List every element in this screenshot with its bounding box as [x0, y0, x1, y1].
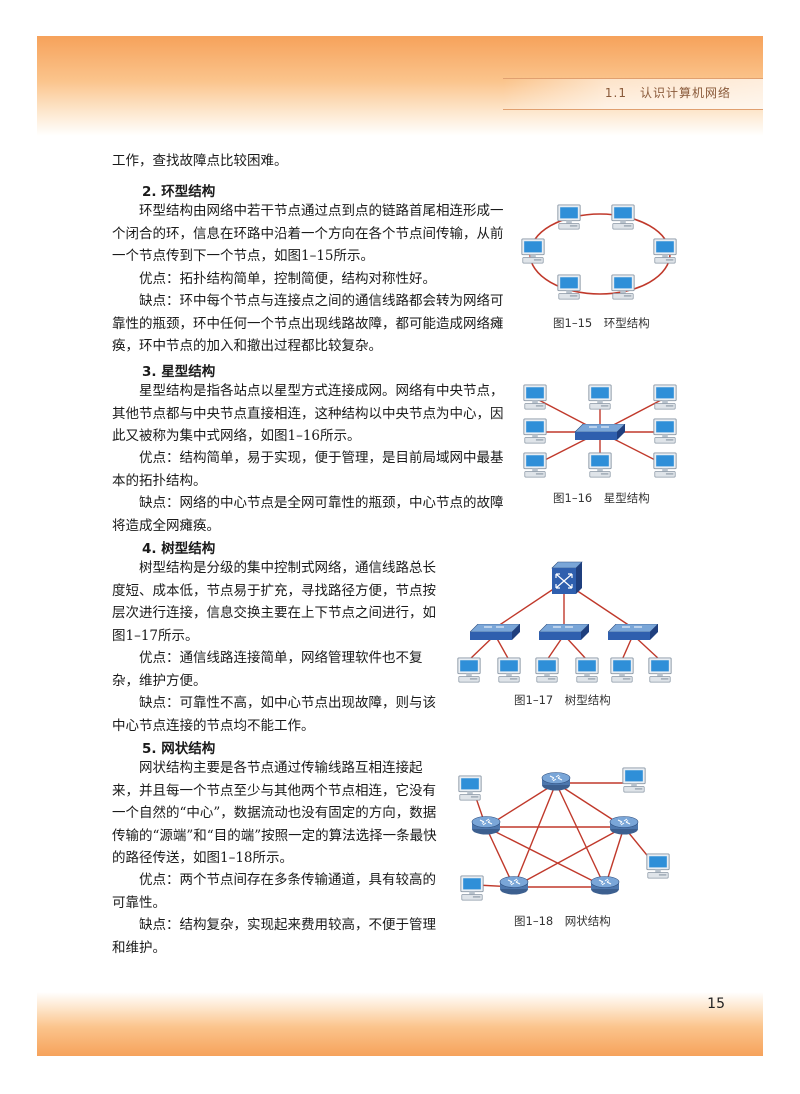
book-page: 1.1 认识计算机网络 15 — [37, 36, 763, 1056]
paragraph-ring-pros: 优点：拓扑结构简单，控制简便，结构对称性好。 — [139, 271, 436, 287]
computer-icon — [653, 418, 677, 444]
paragraph-ring-cons: 缺点：环中每个节点与连接点之间的通信线路都会转为网络可靠性的瓶颈，环中任何一个节… — [112, 293, 504, 354]
ring-link — [529, 213, 671, 295]
router-icon — [499, 876, 529, 895]
paragraph-intro: 工作，查找故障点比较困难。 — [112, 153, 288, 169]
figure-caption-ring: 图1–15 环型结构 — [553, 316, 650, 330]
paragraph-star-desc: 星型结构是指各站点以星型方式连接成网。网络有中央节点，其他节点都与中央节点直接相… — [112, 383, 504, 444]
section-title: 1.1 认识计算机网络 — [604, 86, 731, 100]
page-number: 15 — [707, 996, 725, 1012]
computer-icon — [653, 384, 677, 410]
computer-icon — [648, 657, 672, 683]
figure-caption-star: 图1–16 星型结构 — [553, 491, 650, 505]
paragraph-tree-pros: 优点：通信线路连接简单，网络管理软件也不复杂，维护方便。 — [112, 650, 423, 689]
paragraph-ring-desc: 环型结构由网络中若干节点通过点到点的链路首尾相连形成一个闭合的环，信息在环路中沿… — [112, 203, 504, 264]
computer-icon — [535, 657, 559, 683]
switch-icon — [539, 624, 589, 641]
computer-icon — [575, 657, 599, 683]
paragraph-tree-cons: 缺点：可靠性不高，如中心节点出现故障，则与该中心节点连接的节点均不能工作。 — [112, 695, 436, 734]
computer-icon — [460, 875, 484, 901]
computer-icon — [523, 452, 547, 478]
router-icon — [590, 876, 620, 895]
heading-mesh: 5. 网状结构 — [142, 741, 216, 757]
heading-tree: 4. 树型结构 — [142, 541, 216, 557]
page-header: 1.1 认识计算机网络 — [37, 36, 763, 136]
switch-icon — [470, 624, 520, 641]
hub-icon — [574, 424, 626, 441]
computer-icon — [521, 238, 545, 264]
computer-icon — [458, 775, 482, 801]
computer-icon — [497, 657, 521, 683]
computer-icon — [588, 384, 612, 410]
ring-topology-figure — [521, 204, 677, 300]
header-tab — [503, 78, 763, 110]
computer-icon — [646, 853, 670, 879]
paragraph-tree-desc: 树型结构是分级的集中控制式网络，通信线路总长度短、成本低，节点易于扩充，寻找路径… — [112, 560, 436, 644]
computer-icon — [457, 657, 481, 683]
switch-icon — [608, 624, 658, 641]
tree-topology-figure — [457, 561, 672, 683]
computer-icon — [622, 767, 646, 793]
paragraph-mesh-pros: 优点：两个节点间存在多条传输通道，具有较高的可靠性。 — [112, 872, 436, 911]
heading-ring: 2. 环型结构 — [142, 184, 216, 200]
computer-icon — [653, 238, 677, 264]
router-icon — [541, 772, 571, 791]
computer-icon — [557, 274, 581, 300]
paragraph-star-pros: 优点：结构简单，易于实现，便于管理，是目前局域网中最基本的拓扑结构。 — [112, 450, 504, 489]
computer-icon — [557, 204, 581, 230]
core-switch-icon — [551, 561, 583, 594]
paragraph-mesh-cons: 缺点：结构复杂，实现起来费用较高，不便于管理和维护。 — [112, 917, 436, 956]
computer-icon — [523, 384, 547, 410]
heading-star: 3. 星型结构 — [142, 364, 216, 380]
figure-caption-mesh: 图1–18 网状结构 — [514, 914, 611, 928]
computer-icon — [653, 452, 677, 478]
paragraph-mesh-desc: 网状结构主要是各节点通过传输线路互相连接起来，并且每一个节点至少与其他两个节点相… — [112, 760, 437, 866]
mesh-topology-figure — [458, 767, 670, 901]
computer-icon — [610, 657, 634, 683]
router-icon — [471, 816, 501, 835]
computer-icon — [611, 274, 635, 300]
router-icon — [609, 816, 639, 835]
page-footer — [37, 992, 763, 1056]
computer-icon — [611, 204, 635, 230]
mesh-links — [474, 782, 656, 888]
computer-icon — [523, 418, 547, 444]
computer-icon — [588, 452, 612, 478]
paragraph-star-cons: 缺点：网络的中心节点是全网可靠性的瓶颈，中心节点的故障将造成全网瘫痪。 — [112, 495, 504, 534]
figure-caption-tree: 图1–17 树型结构 — [514, 693, 611, 707]
star-topology-figure — [523, 384, 677, 478]
